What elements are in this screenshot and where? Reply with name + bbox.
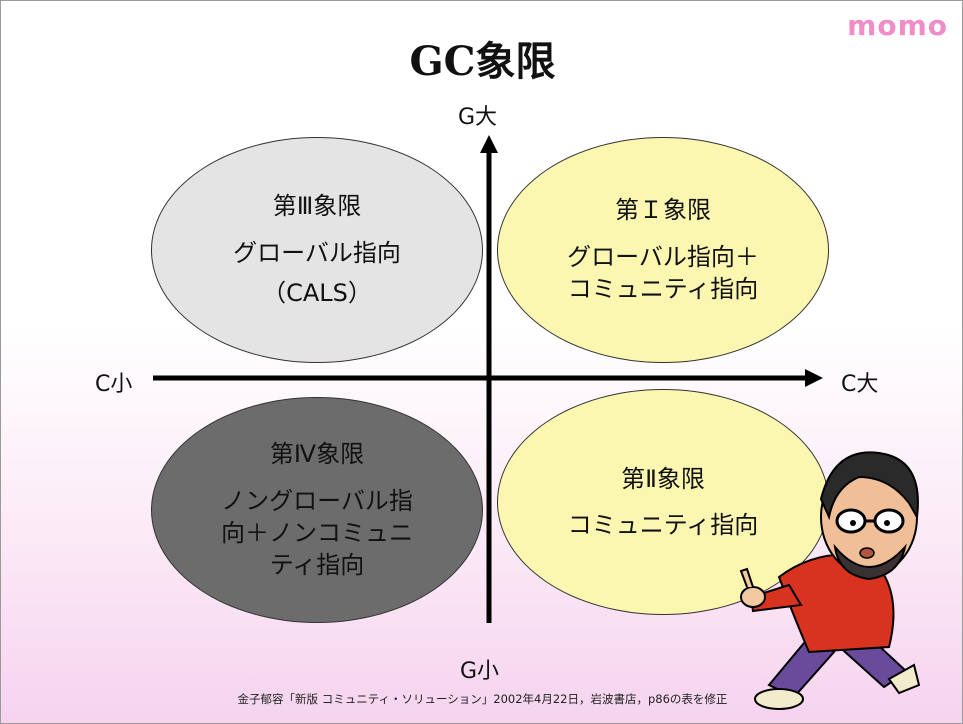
axis-label-left: C小 xyxy=(95,372,133,397)
vertical-axis-arrowhead xyxy=(480,135,498,153)
quadrant-4-line-1: ノングローバル指 xyxy=(221,486,413,515)
axis-label-right: C大 xyxy=(841,372,879,397)
quadrant-4-line-3: ティ指向 xyxy=(269,551,365,580)
source-footnote: 金子郁容「新版 コミュニティ・ソリューション」2002年4月22日，岩波書店，p… xyxy=(237,692,728,706)
axis-label-top: G大 xyxy=(458,105,498,130)
axis-label-bottom: G小 xyxy=(460,659,500,684)
quadrant-1-name: 第Ｉ象限 xyxy=(615,196,711,225)
brand-logo: momo xyxy=(847,9,948,42)
quadrant-3-name: 第Ⅲ象限 xyxy=(272,192,362,221)
quadrant-2-name: 第Ⅱ象限 xyxy=(621,464,705,493)
quadrant-4-name: 第Ⅳ象限 xyxy=(269,440,365,469)
quadrant-3-line-2: （CALS） xyxy=(262,279,372,308)
quadrant-4-ellipse: 第Ⅳ象限 ノングローバル指 向＋ノンコミュニ ティ指向 xyxy=(151,397,483,623)
quadrant-3-ellipse: 第Ⅲ象限 グローバル指向 （CALS） xyxy=(151,137,483,363)
quadrant-4-line-2: 向＋ノンコミュニ xyxy=(221,519,413,547)
pointing-man-illustration-icon xyxy=(739,451,921,710)
horizontal-axis-arrowhead xyxy=(805,369,823,387)
quadrant-2-ellipse: 第Ⅱ象限 コミュニティ指向 xyxy=(497,389,829,615)
page-title: GC象限 xyxy=(409,38,556,85)
quadrant-1-line-2: コミュニティ指向 xyxy=(567,275,759,304)
quadrant-3-line-1: グローバル指向 xyxy=(233,238,401,267)
quadrant-1-line-1: グローバル指向＋ xyxy=(567,242,759,271)
quadrant-2-line-1: コミュニティ指向 xyxy=(567,511,759,539)
quadrant-1-ellipse: 第Ｉ象限 グローバル指向＋ コミュニティ指向 xyxy=(497,137,829,363)
